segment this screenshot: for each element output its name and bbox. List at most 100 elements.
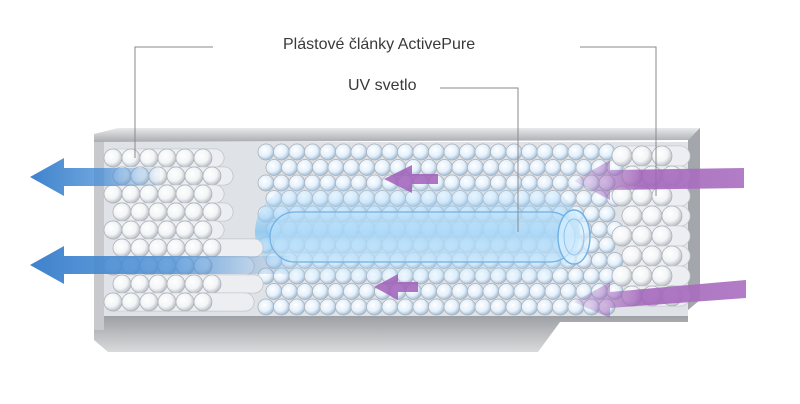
filter-tube-end [651,225,673,247]
filter-tube-end [166,166,186,186]
filter-tube-end [459,298,476,316]
arrow-left-purple-icon [574,280,746,318]
filter-tube-end [536,143,554,161]
filter-tube-end [583,143,600,161]
filter-tube-end [273,298,290,316]
filter-tube-end [611,265,633,287]
filter-tube-end [397,143,414,161]
filter-tube-end [193,292,213,312]
filter-tube-end [112,274,132,294]
filter-tube-end [193,184,213,204]
filter-tube-end [366,143,383,161]
filter-tube-end [184,166,204,186]
filter-tube-end [319,298,337,316]
filter-tube-end [350,298,368,316]
filter-tube-end [544,159,562,176]
filter-tube-end [583,267,600,285]
filter-tube-end [296,159,314,176]
filter-tube-end [611,145,633,167]
filter-tube-end [139,184,159,204]
filter-tube-end [428,298,445,316]
filter-tube-end [529,159,546,176]
leader-line-activepure-right [580,46,657,196]
filter-tube-end [350,143,368,161]
filter-tube-end [157,148,177,168]
filter-tube-end [103,220,123,240]
filter-tube-end [265,283,283,300]
filter-tube-end [567,143,585,161]
filter-tube-end [381,143,399,161]
filter-tube-end [202,274,222,294]
filter-tube-end [451,159,469,176]
filter-tube-end [575,190,593,207]
filter-tube-end [148,238,168,258]
filter-tube-end [296,283,314,300]
filter-tube-end [661,205,683,227]
filter-tube-end [631,265,653,287]
filter-tube-end [193,148,213,168]
filter-tube-end [482,283,500,300]
filter-tube-end [651,145,673,167]
filter-tube-end [319,143,337,161]
filter-tube-end [184,238,204,258]
filter-tube-end [374,159,391,176]
filter-tube-end [567,267,585,285]
filter-tube-end [335,143,352,161]
label-uv-light: UV svetlo [348,77,417,94]
filter-tube-end [304,298,321,316]
filter-tube-end [443,298,461,316]
filter-tube-end [202,166,222,186]
filter-tube-end [112,238,132,258]
filter-tube-end [451,283,469,300]
filter-tube-end [103,148,123,168]
filter-tube-end [157,220,177,240]
filter-tube-end [651,265,673,287]
arrow-left-purple-icon [374,274,418,300]
filter-tube-end [490,143,507,161]
filter-tube-end [436,159,453,176]
filter-tube-end [139,220,159,240]
filter-tube-end [513,283,531,300]
filter-tube-end [631,145,653,167]
arrow-left-blue-icon [30,246,290,284]
filter-tube-end [175,148,195,168]
filter-tube-end [103,184,123,204]
filter-tube-end [560,159,577,176]
filter-tube-end [552,143,569,161]
filter-tube-end [420,159,438,176]
arrow-left-blue-icon [30,158,160,196]
filter-tube-end [467,159,484,176]
filter-tube-end [611,225,633,247]
filter-tube-end [184,202,204,222]
arrow-left-purple-icon [384,165,438,193]
filter-tube-end [536,298,554,316]
uv-lamp-end-inner [563,218,585,256]
uv-lamp [269,209,591,265]
leader-line-activepure-left [134,46,213,158]
filter-tube-end [412,143,430,161]
filter-tube-end [436,283,453,300]
housing-bottom-face [94,316,688,352]
uv-lamp-end [557,209,591,265]
filter-tube-end [157,292,177,312]
filter-tube-end [304,143,321,161]
filter-tube-end [641,245,663,267]
filter-tube-end [482,159,500,176]
filter-tube-end [130,274,150,294]
airflow-arrows [30,158,746,318]
filter-tube-end [474,298,492,316]
filter-tube-end [121,148,141,168]
filter-tube-end [121,220,141,240]
filter-tube-end [166,274,186,294]
filter-tube-end [498,283,515,300]
filter-tube-end [327,159,345,176]
filter-tube-end [552,174,569,192]
uv-lamp-body [269,211,576,263]
filter-tube-end [621,245,643,267]
filter-tube-end [175,184,195,204]
filter-tube-end [591,252,608,269]
filter-tube-end [265,159,283,176]
filter-tube-end [560,283,577,300]
filter-tube-end [281,283,298,300]
